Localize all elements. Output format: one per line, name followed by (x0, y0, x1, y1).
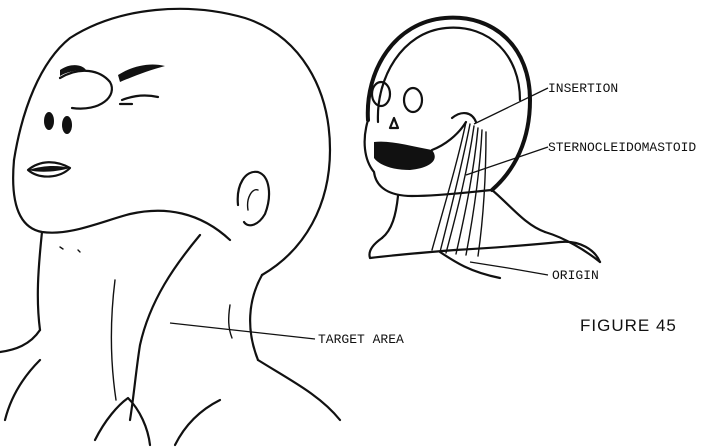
insertion-leader (474, 88, 548, 124)
figure-caption: FIGURE 45 (580, 316, 677, 335)
tilted-head-drawing (0, 9, 340, 445)
label-insertion: INSERTION (548, 81, 618, 96)
target-area-leader (170, 323, 315, 339)
label-origin: ORIGIN (552, 268, 599, 283)
label-target-area: TARGET AREA (318, 332, 404, 347)
leader-lines (170, 88, 548, 339)
label-sternocleidomastoid: STERNOCLEIDOMASTOID (548, 140, 696, 155)
sternocleidomastoid-leader (466, 147, 548, 175)
